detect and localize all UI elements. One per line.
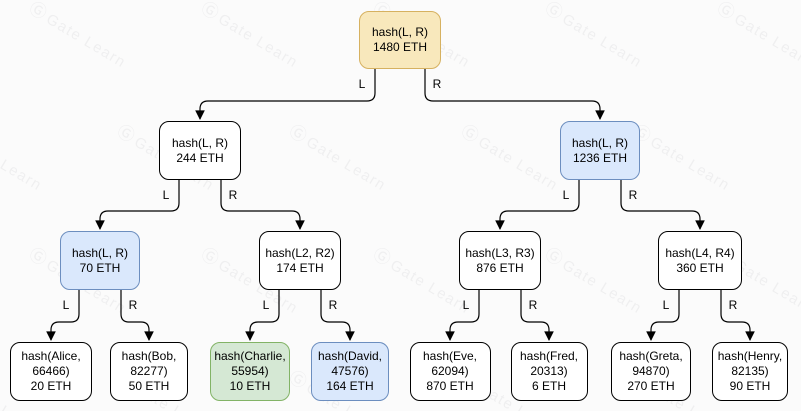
edge-label-n876-R: R (528, 298, 538, 312)
edge-connector-n360-R (720, 290, 755, 341)
node-hash-label: hash(L3, R3) (465, 245, 535, 260)
node-amount-label: 870 ETH (426, 379, 474, 393)
node-hash-label: hash(L, R) (571, 135, 629, 150)
tree-node-n244: hash(L, R)244 ETH (159, 121, 241, 180)
node-amount-label: 164 ETH (326, 379, 374, 393)
tree-node-bob: hash(Bob, 82277)50 ETH (110, 342, 188, 401)
tree-node-n174: hash(L2, R2)174 ETH (259, 231, 341, 290)
node-amount-label: 360 ETH (676, 260, 724, 275)
edge-connector-n876-L (445, 290, 480, 341)
edge-connector-root-L (195, 69, 376, 120)
node-amount-label: 1480 ETH (372, 40, 428, 54)
tree-node-root: hash(L, R)1480 ETH (359, 11, 441, 69)
node-amount-label: 6 ETH (531, 379, 566, 393)
edge-connector-root-R (424, 69, 605, 120)
tree-node-alice: hash(Alice, 66466)20 ETH (10, 342, 92, 401)
edge-connector-n174-L (245, 290, 280, 341)
edge-label-n174-L: L (262, 298, 270, 312)
node-amount-label: 244 ETH (176, 150, 224, 165)
edge-connector-n244-L (95, 180, 180, 230)
node-hash-label: hash(Fred, 20313) (519, 349, 579, 378)
tree-node-charlie: hash(Charlie, 55954)10 ETH (210, 342, 290, 401)
node-hash-label: hash(Alice, 66466) (21, 349, 81, 378)
node-amount-label: 10 ETH (229, 379, 271, 393)
node-hash-label: hash(Bob, 82277) (121, 349, 177, 378)
node-hash-label: hash(L, R) (171, 135, 229, 150)
tree-node-n876: hash(L3, R3)876 ETH (459, 231, 541, 290)
tree-node-eve: hash(Eve, 62094)870 ETH (409, 342, 491, 401)
node-amount-label: 50 ETH (128, 379, 170, 393)
edge-connector-n876-R (520, 290, 554, 341)
node-amount-label: 1236 ETH (572, 150, 628, 165)
node-hash-label: hash(L2, R2) (265, 245, 335, 260)
edge-label-n70-R: R (128, 298, 138, 312)
node-hash-label: hash(Greta, 94870) (619, 349, 683, 378)
edge-connector-n360-L (646, 290, 680, 341)
node-amount-label: 20 ETH (30, 379, 72, 393)
tree-node-n360: hash(L4, R4)360 ETH (658, 231, 742, 290)
tree-node-fred: hash(Fred, 20313)6 ETH (510, 342, 588, 401)
edge-label-n174-R: R (328, 298, 338, 312)
node-hash-label: hash(L, R) (371, 25, 429, 39)
node-amount-label: 270 ETH (627, 379, 675, 393)
edge-connector-n1236-R (620, 180, 705, 230)
node-amount-label: 876 ETH (476, 260, 524, 275)
edge-connector-n70-R (120, 290, 154, 341)
edge-connector-n70-L (46, 290, 80, 341)
node-hash-label: hash(Henry, 82135) (717, 349, 783, 378)
tree-node-david: hash(David, 47576)164 ETH (311, 342, 389, 401)
edge-label-n360-L: L (662, 298, 670, 312)
node-hash-label: hash(L, R) (71, 245, 129, 260)
edge-label-n876-L: L (462, 298, 470, 312)
edge-label-root-L: L (358, 77, 366, 91)
tree-node-n70: hash(L, R)70 ETH (60, 231, 140, 290)
node-hash-label: hash(L4, R4) (665, 245, 735, 260)
edge-label-n244-R: R (228, 188, 238, 202)
tree-node-greta: hash(Greta, 94870)270 ETH (611, 342, 691, 401)
node-hash-label: hash(Eve, 62094) (422, 349, 478, 378)
edge-connector-n1236-L (495, 180, 580, 230)
tree-node-henry: hash(Henry, 82135)90 ETH (712, 342, 788, 401)
edge-connector-n174-R (320, 290, 355, 341)
edge-connector-n244-R (220, 180, 305, 230)
node-hash-label: hash(David, 47576) (317, 349, 383, 378)
node-hash-label: hash(Charlie, 55954) (214, 349, 286, 378)
edge-label-n1236-L: L (562, 188, 570, 202)
edge-label-root-R: R (432, 77, 442, 91)
node-amount-label: 90 ETH (729, 379, 771, 393)
node-amount-label: 70 ETH (79, 260, 121, 275)
edge-label-n70-L: L (62, 298, 70, 312)
edge-label-n360-R: R (728, 298, 738, 312)
node-amount-label: 174 ETH (276, 260, 324, 275)
edge-label-n1236-R: R (628, 188, 638, 202)
edge-label-n244-L: L (162, 188, 170, 202)
tree-node-n1236: hash(L, R)1236 ETH (560, 121, 640, 180)
